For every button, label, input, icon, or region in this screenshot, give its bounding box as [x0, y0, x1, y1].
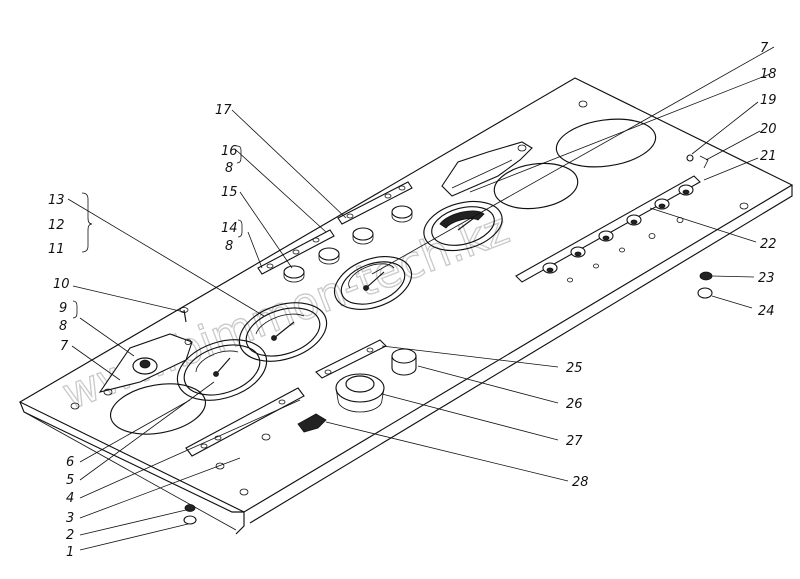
- callout-26: 26: [566, 397, 583, 412]
- callout-8-mid: 8: [225, 239, 233, 254]
- callout-27: 27: [566, 434, 583, 449]
- gauge-bracket-right: [441, 141, 533, 197]
- callout-6: 6: [66, 455, 74, 470]
- callout-15: 15: [221, 185, 238, 200]
- callout-28: 28: [572, 475, 589, 490]
- callout-7-left: 7: [60, 339, 69, 354]
- callout-1: 1: [66, 545, 74, 560]
- plate-4: [185, 387, 305, 457]
- callout-18: 18: [760, 67, 777, 82]
- switch-row: [515, 175, 701, 283]
- brace-marks: [72, 145, 243, 319]
- callout-21: 21: [760, 149, 777, 164]
- watermark: www.bimmon-tech.kz: [56, 203, 516, 420]
- callout-labels: 1 2 3 4 5 6 7 8 9 10 11 12 13 8 14 15 8 …: [48, 41, 777, 560]
- callout-4: 4: [66, 491, 74, 506]
- callout-25: 25: [566, 361, 583, 376]
- plate-14: [257, 229, 335, 275]
- panel-cutouts: [109, 118, 657, 435]
- callout-16: 16: [221, 144, 238, 159]
- callout-19: 19: [760, 93, 777, 108]
- ignition-parts: [297, 339, 417, 433]
- leader-lines: [67, 46, 775, 551]
- callout-8-left: 8: [59, 319, 67, 334]
- plate-16: [337, 181, 413, 225]
- warning-lamps: [283, 205, 413, 283]
- panel-plate: [18, 77, 794, 535]
- callout-7-right: 7: [760, 41, 769, 56]
- gauge-13: [238, 302, 328, 362]
- callout-11: 11: [48, 242, 65, 257]
- callout-3: 3: [66, 511, 74, 526]
- callout-5: 5: [66, 473, 74, 488]
- callout-12: 12: [48, 218, 65, 233]
- callout-14: 14: [221, 221, 238, 236]
- callout-10: 10: [53, 277, 70, 292]
- gauge-center: [333, 256, 413, 310]
- callout-8-top: 8: [225, 161, 233, 176]
- gauge-bracket-left: [98, 333, 193, 396]
- callout-9: 9: [59, 301, 67, 316]
- callout-24: 24: [758, 304, 775, 319]
- callout-22: 22: [760, 237, 777, 252]
- callout-17: 17: [215, 103, 232, 118]
- callout-23: 23: [758, 271, 775, 286]
- callout-20: 20: [760, 122, 777, 137]
- callout-2: 2: [66, 528, 74, 543]
- loose-fasteners: [179, 154, 713, 525]
- gauge-right: [423, 200, 503, 252]
- callout-13: 13: [48, 193, 65, 208]
